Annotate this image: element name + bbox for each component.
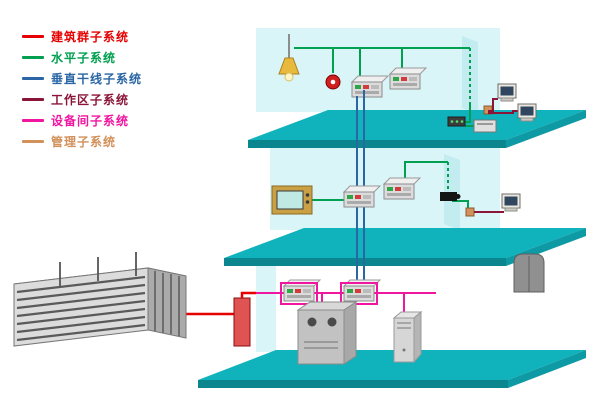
server-tower-icon [392,310,423,364]
building-columns [154,271,180,336]
horizontal-cable-to-hub [465,104,471,123]
printer-icon [473,119,497,133]
legend-swatch-1 [22,56,44,59]
outlet-box-icon [465,207,475,217]
middle-floor-devices [271,161,521,217]
legend-swatch-3 [22,98,44,101]
equipment-cable-loop [340,282,378,305]
building-cable-up [240,291,256,298]
legend-item-horizontal: 水平子系统 [22,51,142,65]
ceiling-lamp-icon [278,34,300,82]
patch-panel-icon [388,67,428,90]
legend-item-backbone: 垂直干线子系统 [22,72,143,86]
legend-swatch-0 [22,35,44,38]
legend-item-equipment: 设备间子系统 [22,114,142,128]
legend-swatch-4 [22,119,44,122]
ground-slab [198,350,586,380]
door-icon [513,253,545,293]
patch-panel-icon [282,279,322,302]
computer-icon [501,193,521,212]
top-floor [248,28,586,148]
horizontal-cable-run [404,161,448,184]
ground-floor [186,253,586,388]
computer-icon [517,103,537,122]
patch-panel-icon [342,185,382,208]
patch-panel-icon [350,75,390,98]
hub-icon [447,116,466,127]
legend-label-0: 建筑群子系统 [51,30,130,44]
middle-slab [224,228,586,258]
legend-label-2: 垂直干线子系统 [51,72,143,86]
legend-item-building: 建筑群子系统 [22,30,142,44]
equipment-cabinet-icon [296,301,358,365]
tv-monitor-icon [271,185,313,215]
camera-icon [440,192,461,201]
computer-icon [497,83,517,102]
workarea-cable [488,110,518,114]
legend-item-management: 管理子系统 [22,135,142,149]
horizontal-cable-to-outlet [452,200,469,208]
legend-item-workarea: 工作区子系统 [22,93,142,107]
building-antennas [59,252,137,286]
campus-building-illustration [13,252,187,347]
cable-riser-box [233,297,251,347]
patch-panel-icon [382,177,422,200]
legend-swatch-5 [22,140,44,143]
ground-wall-strip [256,266,276,352]
top-slab [248,110,586,140]
legend-label-5: 管理子系统 [51,135,117,149]
legend-label-1: 水平子系统 [51,51,117,65]
fire-alarm-icon [325,74,341,90]
workarea-cable [488,98,498,112]
legend-swatch-2 [22,77,44,80]
equipment-cable-loop [280,282,318,305]
legend-label-4: 设备间子系统 [51,114,130,128]
building-window-bands [16,275,146,342]
legend: 建筑群子系统 水平子系统 垂直干线子系统 工作区子系统 设备间子系统 管理子系统 [22,30,143,149]
legend-label-3: 工作区子系统 [51,93,130,107]
